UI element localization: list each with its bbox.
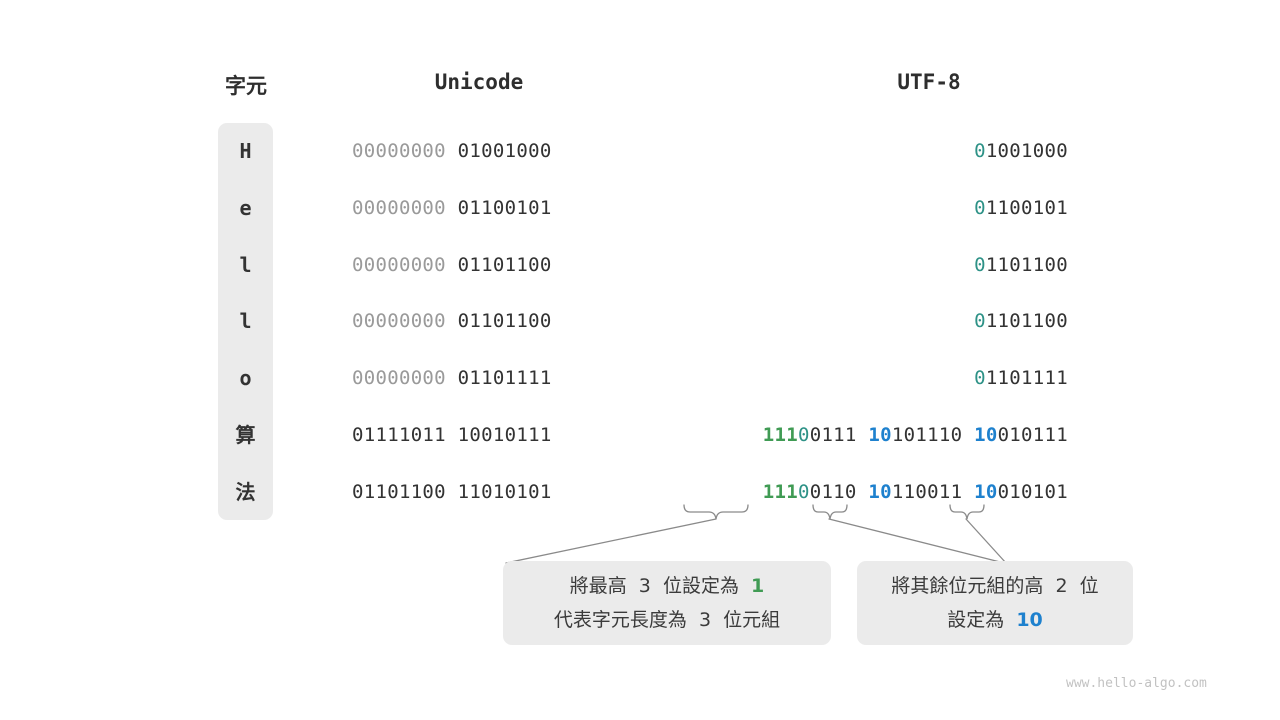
note-right-line2: 設定為 10 — [947, 603, 1043, 637]
character-cell: 法 — [235, 480, 256, 504]
utf8-cell: 01001000 — [600, 140, 1068, 162]
utf8-bit-segment: 1101100 — [985, 310, 1068, 332]
note-right-highlight: 10 — [1016, 609, 1043, 631]
utf8-bit-segment: 101110 — [891, 424, 975, 446]
note-right-line2-text: 設定為 — [947, 609, 1017, 631]
character-column-panel — [218, 123, 273, 520]
utf8-cell: 01101111 — [600, 367, 1068, 389]
note-right-line1: 將其餘位元組的高 2 位 — [891, 575, 1099, 597]
note-box-length: 將最高 3 位設定為 1 代表字元長度為 3 位元組 — [503, 561, 831, 645]
utf8-bit-segment: 10 — [868, 481, 892, 503]
utf8-bit-segment: 10 — [974, 481, 998, 503]
unicode-low-byte: 01101100 — [457, 310, 552, 332]
utf8-bit-segment: 1101100 — [985, 254, 1068, 276]
utf8-cell: 01101100 — [600, 254, 1068, 276]
character-cell: l — [239, 309, 252, 333]
utf8-bit-segment: 110011 — [891, 481, 975, 503]
unicode-low-byte: 01001000 — [457, 140, 552, 162]
unicode-high-byte: 00000000 — [352, 367, 458, 389]
unicode-cell: 00000000 01101100 — [352, 254, 608, 276]
character-cell: e — [239, 196, 252, 220]
utf8-bit-segment: 0110 — [809, 481, 869, 503]
unicode-cell: 01111011 10010111 — [352, 424, 608, 446]
unicode-high-byte: 00000000 — [352, 310, 458, 332]
unicode-cell: 00000000 01101100 — [352, 310, 608, 332]
column-header-character: 字元 — [225, 74, 267, 98]
character-cell: o — [239, 366, 252, 390]
utf8-bit-segment: 010101 — [997, 481, 1068, 503]
utf8-bit-segment: 0 — [974, 254, 986, 276]
unicode-high-byte: 01111011 — [352, 424, 458, 446]
utf8-bit-segment: 1100101 — [985, 197, 1068, 219]
utf8-bit-segment: 0111 — [809, 424, 869, 446]
utf8-bit-segment: 0 — [974, 140, 986, 162]
utf8-bit-segment: 10 — [974, 424, 998, 446]
utf8-bit-segment: 0 — [797, 424, 810, 446]
note-left-line1: 將最高 3 位設定為 1 — [570, 569, 765, 603]
unicode-low-byte: 10010111 — [457, 424, 552, 446]
utf8-bit-segment: 1001000 — [985, 140, 1068, 162]
character-cell: l — [239, 253, 252, 277]
watermark: www.hello-algo.com — [1066, 676, 1207, 691]
utf8-bit-segment: 0 — [974, 367, 986, 389]
unicode-cell: 01101100 11010101 — [352, 481, 608, 503]
unicode-high-byte: 00000000 — [352, 254, 458, 276]
character-cell: H — [239, 139, 252, 163]
unicode-cell: 00000000 01101111 — [352, 367, 608, 389]
note-left-line2: 代表字元長度為 3 位元組 — [553, 609, 781, 631]
unicode-low-byte: 11010101 — [457, 481, 552, 503]
unicode-high-byte: 01101100 — [352, 481, 458, 503]
unicode-high-byte: 00000000 — [352, 140, 458, 162]
column-header-utf8: UTF-8 — [897, 70, 961, 94]
utf8-bit-segment: 010111 — [997, 424, 1068, 446]
utf8-bit-segment: 0 — [974, 197, 986, 219]
unicode-low-byte: 01100101 — [457, 197, 552, 219]
utf8-bit-segment: 111 — [762, 424, 798, 446]
note-left-highlight: 1 — [751, 575, 765, 597]
utf8-bit-segment: 111 — [762, 481, 798, 503]
column-header-unicode: Unicode — [434, 70, 524, 94]
utf8-cell: 01101100 — [600, 310, 1068, 332]
utf8-cell: 11100111 10101110 10010111 — [600, 424, 1068, 446]
unicode-cell: 00000000 01100101 — [352, 197, 608, 219]
utf8-cell: 01100101 — [600, 197, 1068, 219]
unicode-low-byte: 01101111 — [457, 367, 552, 389]
note-left-line1-text: 將最高 3 位設定為 — [569, 575, 752, 597]
unicode-cell: 00000000 01001000 — [352, 140, 608, 162]
character-cell: 算 — [235, 423, 256, 447]
unicode-high-byte: 00000000 — [352, 197, 458, 219]
utf8-cell: 11100110 10110011 10010101 — [600, 481, 1068, 503]
utf8-bit-segment: 0 — [974, 310, 986, 332]
note-box-continuation: 將其餘位元組的高 2 位 設定為 10 — [857, 561, 1133, 645]
utf8-bit-segment: 0 — [797, 481, 810, 503]
utf8-bit-segment: 10 — [868, 424, 892, 446]
utf8-bit-segment: 1101111 — [985, 367, 1068, 389]
unicode-low-byte: 01101100 — [457, 254, 552, 276]
